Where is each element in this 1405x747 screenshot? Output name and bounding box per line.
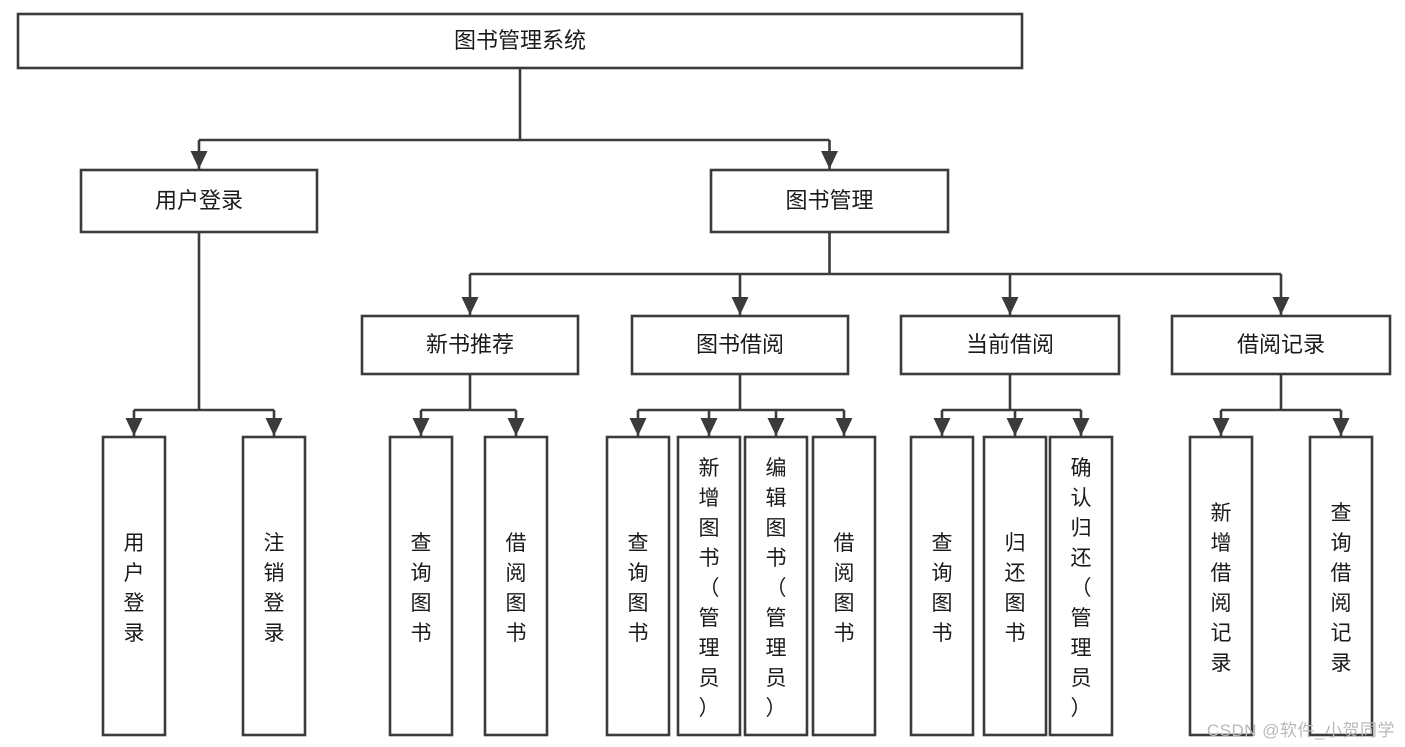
node-l3-borrow-record-box[interactable] <box>1170 314 1392 376</box>
node-root-box[interactable] <box>16 12 1024 70</box>
node-l4-leaf-edit-book-box[interactable] <box>743 435 809 737</box>
node-l4-leaf-query-record[interactable]: 查询借阅记录 <box>1308 435 1374 737</box>
node-l3-current-borrow-box[interactable] <box>899 314 1121 376</box>
node-l4-leaf-query-book-2-label: 查询图书 <box>628 532 649 645</box>
node-l3-book-borrow-box[interactable] <box>630 314 850 376</box>
node-l4-leaf-add-record-box[interactable] <box>1188 435 1254 737</box>
node-l4-leaf-query-record-label: 查询借阅记录 <box>1331 502 1352 675</box>
node-l4-leaf-borrow-book-1[interactable]: 借阅图书 <box>483 435 549 737</box>
node-l2-user-login[interactable]: 用户登录 <box>79 168 319 234</box>
node-l4-leaf-query-record-box[interactable] <box>1308 435 1374 737</box>
node-l3-book-borrow[interactable]: 图书借阅 <box>630 314 850 376</box>
node-l4-leaf-add-book-label: 新增图书（管理员） <box>699 457 720 720</box>
node-l2-user-login-label: 用户登录 <box>155 188 243 213</box>
node-l4-leaf-add-record[interactable]: 新增借阅记录 <box>1188 435 1254 737</box>
arrow-head-icon <box>1006 418 1024 436</box>
node-l4-leaf-return-book-box[interactable] <box>982 435 1048 737</box>
arrow-head-icon <box>1072 418 1090 436</box>
node-l4-leaf-confirm-return-label: 确认归还（管理员） <box>1071 457 1092 720</box>
node-l4-leaf-borrow-book-2[interactable]: 借阅图书 <box>811 435 877 737</box>
node-l4-leaf-query-book-3[interactable]: 查询图书 <box>909 435 975 737</box>
arrow-head-icon <box>1272 297 1290 315</box>
node-l2-book-manage[interactable]: 图书管理 <box>709 168 950 234</box>
node-l4-leaf-borrow-book-2-label: 借阅图书 <box>834 532 855 645</box>
arrow-head-icon <box>265 418 283 436</box>
node-l4-leaf-query-book-2-box[interactable] <box>605 435 671 737</box>
node-l3-new-book-rec-box[interactable] <box>360 314 580 376</box>
node-l4-leaf-borrow-book-2-box[interactable] <box>811 435 877 737</box>
node-l4-leaf-query-book-1-label: 查询图书 <box>411 532 432 645</box>
arrow-head-icon <box>507 418 525 436</box>
node-l4-leaf-edit-book-label: 编辑图书（管理员） <box>766 457 787 720</box>
connector-layer <box>125 68 1350 436</box>
arrow-head-icon <box>125 418 143 436</box>
arrow-head-icon <box>700 418 718 436</box>
node-l3-new-book-rec[interactable]: 新书推荐 <box>360 314 580 376</box>
node-l4-leaf-user-login-box[interactable] <box>101 435 167 737</box>
arrow-head-icon <box>933 418 951 436</box>
node-l4-leaf-logout-box[interactable] <box>241 435 307 737</box>
node-root[interactable]: 图书管理系统 <box>16 12 1024 70</box>
node-l4-leaf-add-book[interactable]: 新增图书（管理员） <box>676 435 742 737</box>
node-l4-leaf-query-book-3-box[interactable] <box>909 435 975 737</box>
node-l4-leaf-query-book-1[interactable]: 查询图书 <box>388 435 454 737</box>
node-l4-leaf-confirm-return[interactable]: 确认归还（管理员） <box>1048 435 1114 737</box>
arrow-head-icon <box>461 297 479 315</box>
node-l2-book-manage-label: 图书管理 <box>785 188 873 213</box>
arrow-head-icon <box>412 418 430 436</box>
arrow-head-icon <box>1001 297 1019 315</box>
node-l4-leaf-user-login-label: 用户登录 <box>124 532 145 645</box>
arrow-head-icon <box>731 297 749 315</box>
node-l3-current-borrow[interactable]: 当前借阅 <box>899 314 1121 376</box>
node-l4-leaf-add-book-box[interactable] <box>676 435 742 737</box>
node-l4-leaf-user-login[interactable]: 用户登录 <box>101 435 167 737</box>
node-l4-leaf-add-record-label: 新增借阅记录 <box>1211 502 1232 675</box>
arrow-head-icon <box>767 418 785 436</box>
node-l4-leaf-query-book-2[interactable]: 查询图书 <box>605 435 671 737</box>
node-l4-leaf-query-book-1-box[interactable] <box>388 435 454 737</box>
node-l4-leaf-confirm-return-box[interactable] <box>1048 435 1114 737</box>
arrow-head-icon <box>629 418 647 436</box>
node-l3-current-borrow-label: 当前借阅 <box>966 332 1054 357</box>
node-l3-borrow-record-label: 借阅记录 <box>1237 332 1325 357</box>
node-l3-book-borrow-label: 图书借阅 <box>696 332 784 357</box>
node-l4-leaf-return-book[interactable]: 归还图书 <box>982 435 1048 737</box>
node-l4-leaf-borrow-book-1-label: 借阅图书 <box>506 532 527 645</box>
arrow-head-icon <box>821 151 838 169</box>
node-l4-leaf-logout-label: 注销登录 <box>264 532 285 645</box>
node-l4-leaf-query-book-3-label: 查询图书 <box>932 532 953 645</box>
arrow-head-icon <box>190 151 208 169</box>
node-l2-book-manage-box[interactable] <box>709 168 950 234</box>
arrow-head-icon <box>1212 418 1230 436</box>
node-root-label: 图书管理系统 <box>454 28 586 53</box>
node-l4-leaf-edit-book[interactable]: 编辑图书（管理员） <box>743 435 809 737</box>
node-l2-user-login-box[interactable] <box>79 168 319 234</box>
arrow-head-icon <box>1332 418 1350 436</box>
node-l4-leaf-borrow-book-1-box[interactable] <box>483 435 549 737</box>
node-l3-borrow-record[interactable]: 借阅记录 <box>1170 314 1392 376</box>
node-l4-leaf-logout[interactable]: 注销登录 <box>241 435 307 737</box>
arrow-head-icon <box>835 418 853 436</box>
node-l3-new-book-rec-label: 新书推荐 <box>426 332 514 357</box>
node-l4-leaf-return-book-label: 归还图书 <box>1005 532 1026 645</box>
node-layer: 图书管理系统用户登录图书管理新书推荐图书借阅当前借阅借阅记录用户登录注销登录查询… <box>16 12 1392 737</box>
